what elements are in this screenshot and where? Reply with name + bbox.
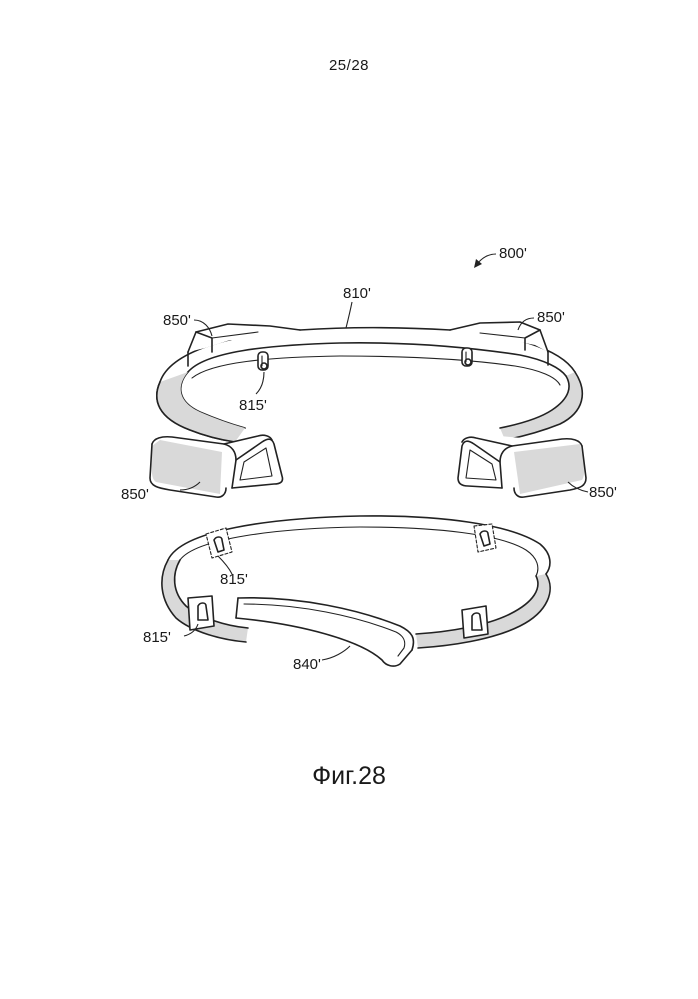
lower-ring-connector-front-right — [462, 606, 488, 638]
lower-ring-connector-rear-right — [474, 524, 496, 552]
upper-ring-connector-left — [258, 352, 268, 370]
label-bracket-top-left: 850' — [163, 312, 191, 329]
figure-caption: Фиг.28 — [0, 762, 698, 791]
label-connector-upper: 815' — [239, 397, 267, 414]
label-connector-lower-inner: 815' — [220, 571, 248, 588]
label-assembly: 800' — [499, 245, 527, 262]
label-bracket-bottom-right: 850' — [589, 484, 617, 501]
lower-ring-connector-front-left — [188, 596, 214, 630]
label-bracket-bottom-left: 850' — [121, 486, 149, 503]
upper-head-band — [157, 328, 582, 442]
label-connector-lower-outer: 815' — [143, 629, 171, 646]
label-upper-band: 810' — [343, 285, 371, 302]
upper-ring-connector-right — [462, 348, 472, 366]
rear-left-bracket — [188, 324, 300, 366]
label-bracket-top-right: 850' — [537, 309, 565, 326]
front-left-bracket — [150, 435, 283, 498]
label-strap: 840' — [293, 656, 321, 673]
lower-ring-connector-rear-left — [206, 528, 232, 558]
front-right-bracket — [458, 436, 586, 498]
